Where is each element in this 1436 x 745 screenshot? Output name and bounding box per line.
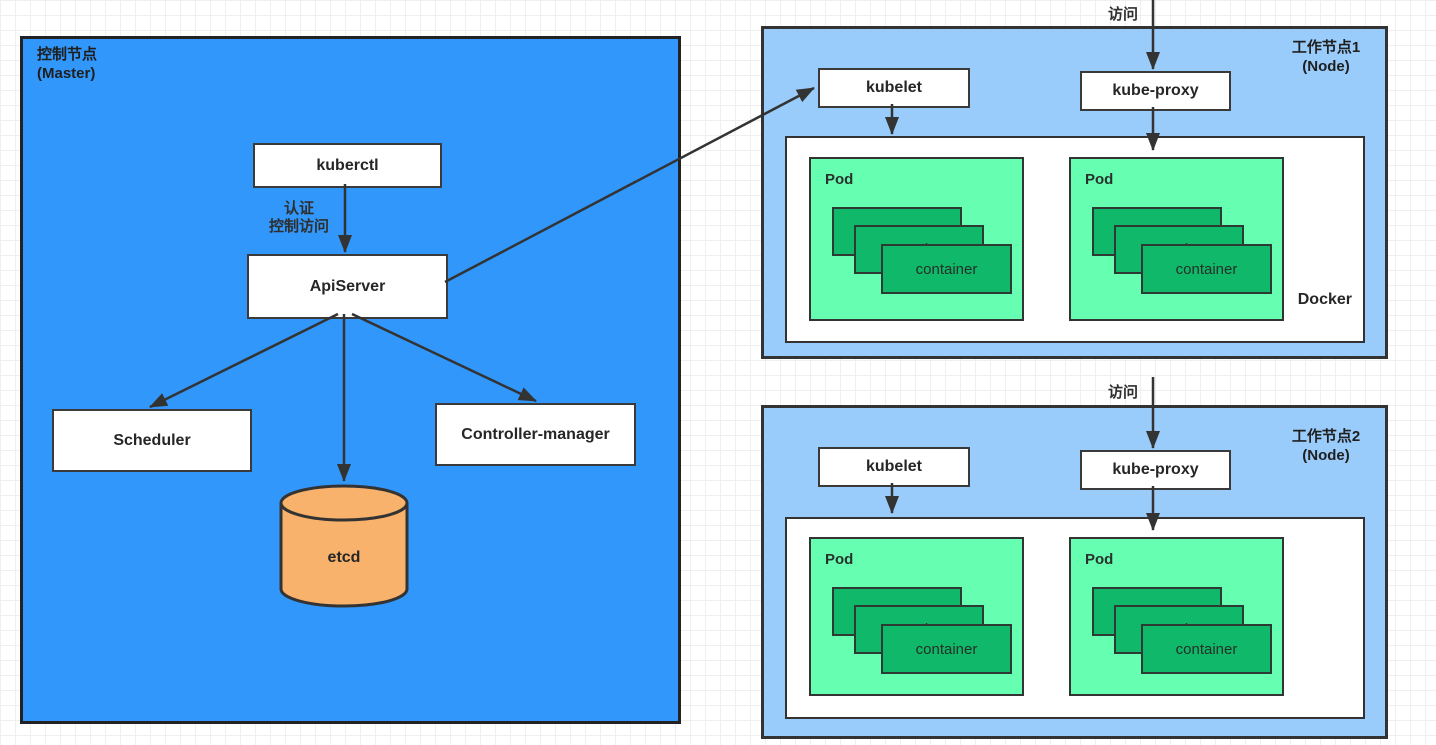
auth-annotation: 认证 控制访问 [244, 200, 354, 236]
container-label: container [1175, 260, 1238, 278]
master-node-region [20, 36, 681, 724]
etcd-label: etcd [327, 549, 361, 566]
master-title-line1: 控制节点 [37, 46, 98, 63]
pod-label: Pod [825, 551, 854, 568]
worker-node1-title-line1: 工作节点1 [1291, 39, 1361, 56]
master-title-line2: (Master) [37, 65, 96, 82]
auth-annotation-line1: 认证 [283, 200, 314, 217]
container-box: container [881, 244, 1012, 294]
apiserver-box: ApiServer [247, 254, 448, 319]
container-box: container [1141, 244, 1272, 294]
controller-manager-box: Controller-manager [435, 403, 636, 466]
kubelet-label-node2: kubelet [865, 458, 922, 475]
apiserver-label: ApiServer [309, 277, 386, 295]
worker-node2-title-line1: 工作节点2 [1291, 428, 1361, 445]
container-label: container [1175, 640, 1238, 658]
worker-node1-title: 工作节点1 (Node) [1261, 38, 1391, 76]
kubelet-label-node1: kubelet [865, 79, 922, 96]
kuberctl-box: kuberctl [253, 143, 442, 188]
kubelet-box-node1: kubelet [818, 68, 970, 108]
docker-label-node1: Docker [1297, 291, 1352, 308]
etcd-cylinder-shape [279, 484, 409, 608]
pod-box: Pod container container container [1069, 537, 1284, 696]
kube-proxy-label-node1: kube-proxy [1112, 82, 1199, 99]
scheduler-label: Scheduler [113, 431, 191, 449]
worker-node1-title-line2: (Node) [1302, 58, 1350, 75]
container-label: container [915, 260, 978, 278]
etcd-database: etcd [277, 483, 411, 609]
pod-box: Pod container container container [809, 157, 1024, 321]
access-annotation-node1: 访问 [1107, 6, 1138, 23]
auth-annotation-line2: 控制访问 [268, 218, 329, 235]
worker-node2-title-line2: (Node) [1302, 447, 1350, 464]
master-title: 控制节点 (Master) [37, 45, 97, 83]
pod-label: Pod [1085, 551, 1114, 568]
container-box: container [881, 624, 1012, 674]
pod-box: Pod container container container [809, 537, 1024, 696]
kubelet-box-node2: kubelet [818, 447, 970, 487]
pod-box: Pod container container container [1069, 157, 1284, 321]
kube-proxy-label-node2: kube-proxy [1112, 461, 1199, 478]
container-label: container [915, 640, 978, 658]
container-box: container [1141, 624, 1272, 674]
kube-proxy-box-node1: kube-proxy [1080, 71, 1231, 111]
access-annotation-node2: 访问 [1107, 384, 1138, 401]
pod-label: Pod [1085, 171, 1114, 188]
scheduler-box: Scheduler [52, 409, 252, 472]
pod-label: Pod [825, 171, 854, 188]
kube-proxy-box-node2: kube-proxy [1080, 450, 1231, 490]
controller-manager-label: Controller-manager [461, 425, 610, 443]
kuberctl-label: kuberctl [316, 156, 379, 174]
worker-node2-title: 工作节点2 (Node) [1261, 427, 1391, 465]
